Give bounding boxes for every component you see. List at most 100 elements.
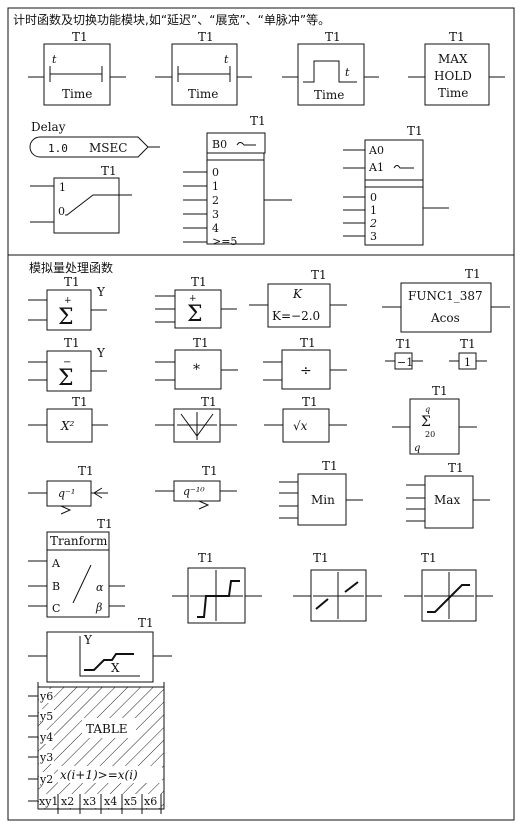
svg-text:x(i+1)>=x(i): x(i+1)>=x(i) bbox=[60, 768, 138, 782]
svg-text:0: 0 bbox=[370, 191, 377, 204]
svg-text:0: 0 bbox=[58, 205, 65, 218]
svg-text:T1: T1 bbox=[78, 464, 94, 478]
section1-header: 计时函数及切换功能模块,如“延迟”、“展宽”、“单脉冲”等。 bbox=[13, 12, 330, 27]
sqrt-block: T1 √x bbox=[264, 395, 347, 443]
timer-block-1: T1 t Time bbox=[28, 30, 126, 106]
lookup-table-block: T1 Y X TABLE x(i+1)>=x(i) y6 y5 y4 y3 y2… bbox=[28, 616, 172, 814]
timer-block-3: T1 t Time bbox=[282, 30, 379, 106]
sum-block-3: T1 Y − Σ bbox=[28, 336, 107, 392]
characteristic-curve-3: T1 bbox=[404, 551, 493, 622]
svg-text:+: + bbox=[64, 296, 72, 306]
svg-text:Σ: Σ bbox=[187, 302, 203, 327]
svg-text:x2: x2 bbox=[61, 795, 74, 808]
svg-text:y6: y6 bbox=[39, 690, 53, 703]
svg-text:T1: T1 bbox=[449, 30, 465, 44]
section2-header: 模拟量处理函数 bbox=[29, 260, 113, 275]
svg-text:+: + bbox=[189, 294, 197, 304]
switch-block: T1 1 0 bbox=[30, 164, 132, 234]
svg-text:−1: −1 bbox=[397, 356, 413, 369]
svg-text:X²: X² bbox=[60, 419, 75, 433]
svg-text:Σ: Σ bbox=[58, 366, 74, 391]
svg-text:0: 0 bbox=[212, 166, 219, 179]
svg-text:x4: x4 bbox=[104, 795, 117, 808]
svg-text:T1: T1 bbox=[448, 461, 464, 475]
square-block: T1 X² bbox=[28, 395, 108, 443]
svg-text:T1: T1 bbox=[313, 551, 329, 565]
svg-text:HOLD: HOLD bbox=[434, 69, 472, 83]
svg-text:T1: T1 bbox=[64, 336, 80, 350]
svg-text:FUNC1_387: FUNC1_387 bbox=[408, 289, 483, 303]
svg-text:1: 1 bbox=[370, 204, 377, 217]
svg-text:q: q bbox=[425, 405, 430, 414]
integral-block: T1 q Σ 20 q bbox=[392, 384, 477, 455]
sum-block-2: T1 + Σ bbox=[155, 275, 237, 329]
max-block: T1 Max bbox=[406, 461, 490, 529]
svg-text:x3: x3 bbox=[83, 795, 96, 808]
svg-text:T1: T1 bbox=[64, 275, 80, 289]
svg-text:β: β bbox=[95, 601, 102, 614]
svg-text:C: C bbox=[52, 602, 60, 615]
svg-text:T1: T1 bbox=[250, 114, 266, 128]
svg-text:T1: T1 bbox=[201, 395, 217, 409]
divide-block: T1 ÷ bbox=[263, 336, 347, 390]
svg-text:1: 1 bbox=[212, 180, 219, 193]
svg-text:T1: T1 bbox=[97, 517, 113, 531]
svg-text:Acos: Acos bbox=[430, 311, 460, 325]
svg-text:3: 3 bbox=[212, 208, 219, 221]
svg-text:T1: T1 bbox=[396, 337, 412, 351]
svg-text:x6: x6 bbox=[144, 795, 157, 808]
svg-text:Tranform: Tranform bbox=[50, 534, 108, 548]
svg-text:xy1: xy1 bbox=[39, 795, 58, 808]
svg-text:1.0: 1.0 bbox=[48, 142, 68, 155]
svg-text:T1: T1 bbox=[101, 164, 117, 178]
svg-text:√x: √x bbox=[293, 419, 308, 433]
selector-block: T1 B0 0 1 2 3 4 >=5 bbox=[183, 114, 292, 248]
svg-text:−: − bbox=[63, 357, 71, 368]
svg-text:y4: y4 bbox=[39, 731, 53, 744]
svg-text:T1: T1 bbox=[72, 395, 88, 409]
svg-text:T1: T1 bbox=[191, 275, 207, 289]
svg-text:Σ: Σ bbox=[421, 414, 431, 430]
svg-text:TABLE: TABLE bbox=[86, 722, 128, 736]
svg-text:t: t bbox=[345, 66, 350, 79]
svg-text:X: X bbox=[111, 661, 120, 675]
svg-text:A1: A1 bbox=[368, 161, 384, 174]
svg-text:α: α bbox=[96, 581, 104, 594]
svg-text:MSEC: MSEC bbox=[89, 141, 127, 155]
svg-text:1: 1 bbox=[59, 181, 66, 194]
svg-text:Time: Time bbox=[314, 88, 344, 102]
mux-block: T1 A0 A1 0 1 2 3 bbox=[343, 124, 449, 246]
svg-text:Time: Time bbox=[188, 87, 218, 101]
svg-text:Σ: Σ bbox=[58, 305, 74, 330]
svg-text:T1: T1 bbox=[432, 384, 448, 398]
svg-text:MAX: MAX bbox=[438, 52, 468, 66]
svg-text:÷: ÷ bbox=[300, 363, 312, 379]
multiply-block: T1 * bbox=[155, 336, 238, 390]
svg-text:T1: T1 bbox=[138, 616, 154, 630]
svg-text:T1: T1 bbox=[300, 336, 316, 350]
sum-block-1: T1 Y + Σ bbox=[28, 275, 107, 331]
svg-text:2: 2 bbox=[212, 194, 219, 207]
svg-text:1: 1 bbox=[464, 356, 471, 369]
svg-text:T1: T1 bbox=[193, 336, 209, 350]
svg-text:T1: T1 bbox=[407, 124, 423, 138]
svg-text:T1: T1 bbox=[325, 30, 341, 44]
function-block: T1 FUNC1_387 Acos bbox=[382, 267, 510, 333]
max-hold-timer-block: T1 MAX HOLD Time bbox=[408, 30, 505, 106]
svg-text:y2: y2 bbox=[39, 773, 53, 786]
transform-block: T1 Tranform A B C α β bbox=[28, 517, 125, 618]
svg-text:A0: A0 bbox=[368, 144, 384, 157]
svg-text:2: 2 bbox=[369, 217, 377, 230]
svg-text:T1: T1 bbox=[311, 268, 327, 282]
timer-block-2: T1 t Time bbox=[155, 30, 252, 106]
characteristic-curve-1: T1 bbox=[172, 551, 262, 624]
svg-text:K=−2.0: K=−2.0 bbox=[272, 309, 320, 323]
svg-text:T1: T1 bbox=[460, 337, 476, 351]
svg-text:t: t bbox=[224, 53, 229, 66]
timer-1-tag: T1 bbox=[72, 30, 88, 44]
svg-text:Delay: Delay bbox=[31, 120, 66, 134]
svg-text:y5: y5 bbox=[39, 710, 53, 723]
outer-frame bbox=[7, 7, 515, 821]
svg-text:Y: Y bbox=[83, 633, 93, 647]
